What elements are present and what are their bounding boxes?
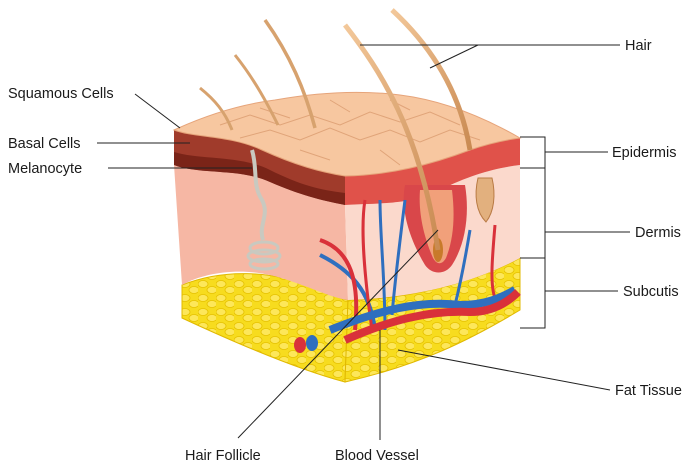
label-melanocyte: Melanocyte bbox=[8, 161, 82, 177]
label-squamous-cells: Squamous Cells bbox=[8, 86, 114, 102]
label-epidermis: Epidermis bbox=[612, 145, 676, 161]
label-subcutis: Subcutis bbox=[623, 284, 679, 300]
label-hair-follicle: Hair Follicle bbox=[185, 448, 261, 464]
label-hair: Hair bbox=[625, 38, 652, 54]
label-fat-tissue: Fat Tissue bbox=[615, 383, 682, 399]
label-basal-cells: Basal Cells bbox=[8, 136, 81, 152]
label-dermis: Dermis bbox=[635, 225, 681, 241]
label-blood-vessel: Blood Vessel bbox=[335, 448, 419, 464]
layer-bracket bbox=[520, 137, 545, 328]
